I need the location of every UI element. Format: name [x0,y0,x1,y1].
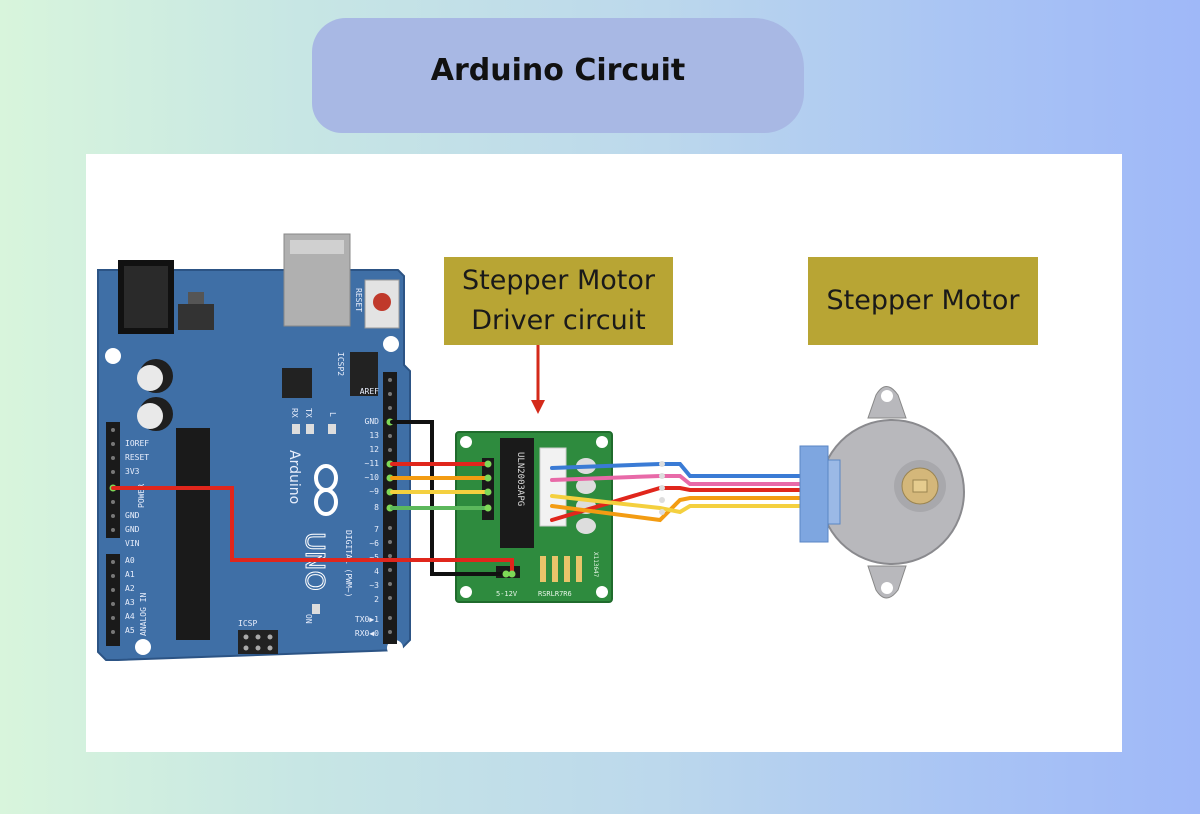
driver-board: ULN2003APG 5-12V RSRLR7R6 X113647 [455,431,613,603]
mounting-hole [105,348,121,364]
l-label: L [328,412,337,417]
stepper-motor [799,386,965,599]
voltage-regulator [178,304,214,330]
svg-text:VIN: VIN [125,539,140,548]
svg-text:A2: A2 [125,584,135,593]
digital-label: DIGITAL (PWM~) [344,530,353,597]
motor-connector-housing [799,445,829,543]
usb-chip [282,368,312,398]
atmega-chip [176,428,210,640]
pointer-arrow [531,345,545,414]
svg-text:~5: ~5 [369,553,379,562]
page-title: Arduino Circuit [430,53,686,88]
svg-text:RX0◀0: RX0◀0 [355,629,379,638]
arduino-board: RESET ICSP2 TX RX L Arduino UNO DIGITAL … [97,233,411,661]
driver-circuit-label: Stepper Motor Driver circuit [444,257,673,345]
analog-header [106,554,120,646]
arduino-brand-label: Arduino [286,450,302,504]
analog-pin-labels: A0 A1 A2 A3 A4 A5 [125,556,135,635]
svg-text:A3: A3 [125,598,135,607]
wire-gnd [390,420,508,576]
driver-label-line1: Stepper Motor [462,265,655,296]
tx-label: TX [304,408,313,418]
resistor-array [540,556,582,582]
svg-text:RESET: RESET [125,453,149,462]
svg-text:A5: A5 [125,626,135,635]
power-label: POWER [137,484,146,508]
svg-text:13: 13 [369,431,379,440]
svg-text:A4: A4 [125,612,135,621]
power-pin-labels: IOREF RESET 3V3 GND GND VIN [125,439,149,548]
voltage-label: 5-12V [496,590,518,598]
stepper-motor-label: Stepper Motor [808,257,1038,345]
motor-label-text: Stepper Motor [826,285,1020,316]
chip-label: ULN2003APG [515,452,525,506]
analog-label: ANALOG IN [139,592,148,636]
svg-text:7: 7 [374,525,379,534]
title-banner: Arduino Circuit [312,18,804,133]
reset-label: RESET [354,288,363,312]
icsp2-header [350,352,378,396]
resistor-label: RSRLR7R6 [538,590,572,598]
svg-text:12: 12 [369,445,379,454]
power-header [106,422,120,538]
svg-text:3V3: 3V3 [125,467,140,476]
wire-5v [111,486,514,574]
svg-text:~6: ~6 [369,539,379,548]
mounting-hole [383,336,399,352]
digital-pin-labels: AREF GND 13 12 ~11 ~10 ~9 8 7 ~6 ~5 4 ~3… [355,387,379,638]
svg-text:GND: GND [125,525,140,534]
svg-text:~9: ~9 [369,487,379,496]
svg-text:8: 8 [374,503,379,512]
svg-text:TX0▶1: TX0▶1 [355,615,379,624]
svg-text:~11: ~11 [365,459,380,468]
board-code-label: X113647 [592,552,599,578]
svg-text:GND: GND [365,417,380,426]
uln2003-chip [500,438,534,548]
rx-label: RX [290,408,299,418]
svg-text:2: 2 [374,595,379,604]
svg-text:AREF: AREF [360,387,379,396]
svg-text:4: 4 [374,567,379,576]
mounting-hole [135,639,151,655]
svg-text:A0: A0 [125,556,135,565]
on-label: ON [304,614,313,624]
driver-label-line2: Driver circuit [471,305,646,336]
motor-connector [539,447,567,527]
icsp2-label: ICSP2 [336,352,345,376]
svg-text:~10: ~10 [365,473,380,482]
control-wires [111,420,514,576]
arduino-logo-icon [314,464,338,516]
svg-text:A1: A1 [125,570,135,579]
motor-wires [550,462,802,523]
svg-text:GND: GND [125,511,140,520]
icsp-label: ICSP [238,619,257,628]
svg-text:~3: ~3 [369,581,379,590]
svg-text:IOREF: IOREF [125,439,149,448]
